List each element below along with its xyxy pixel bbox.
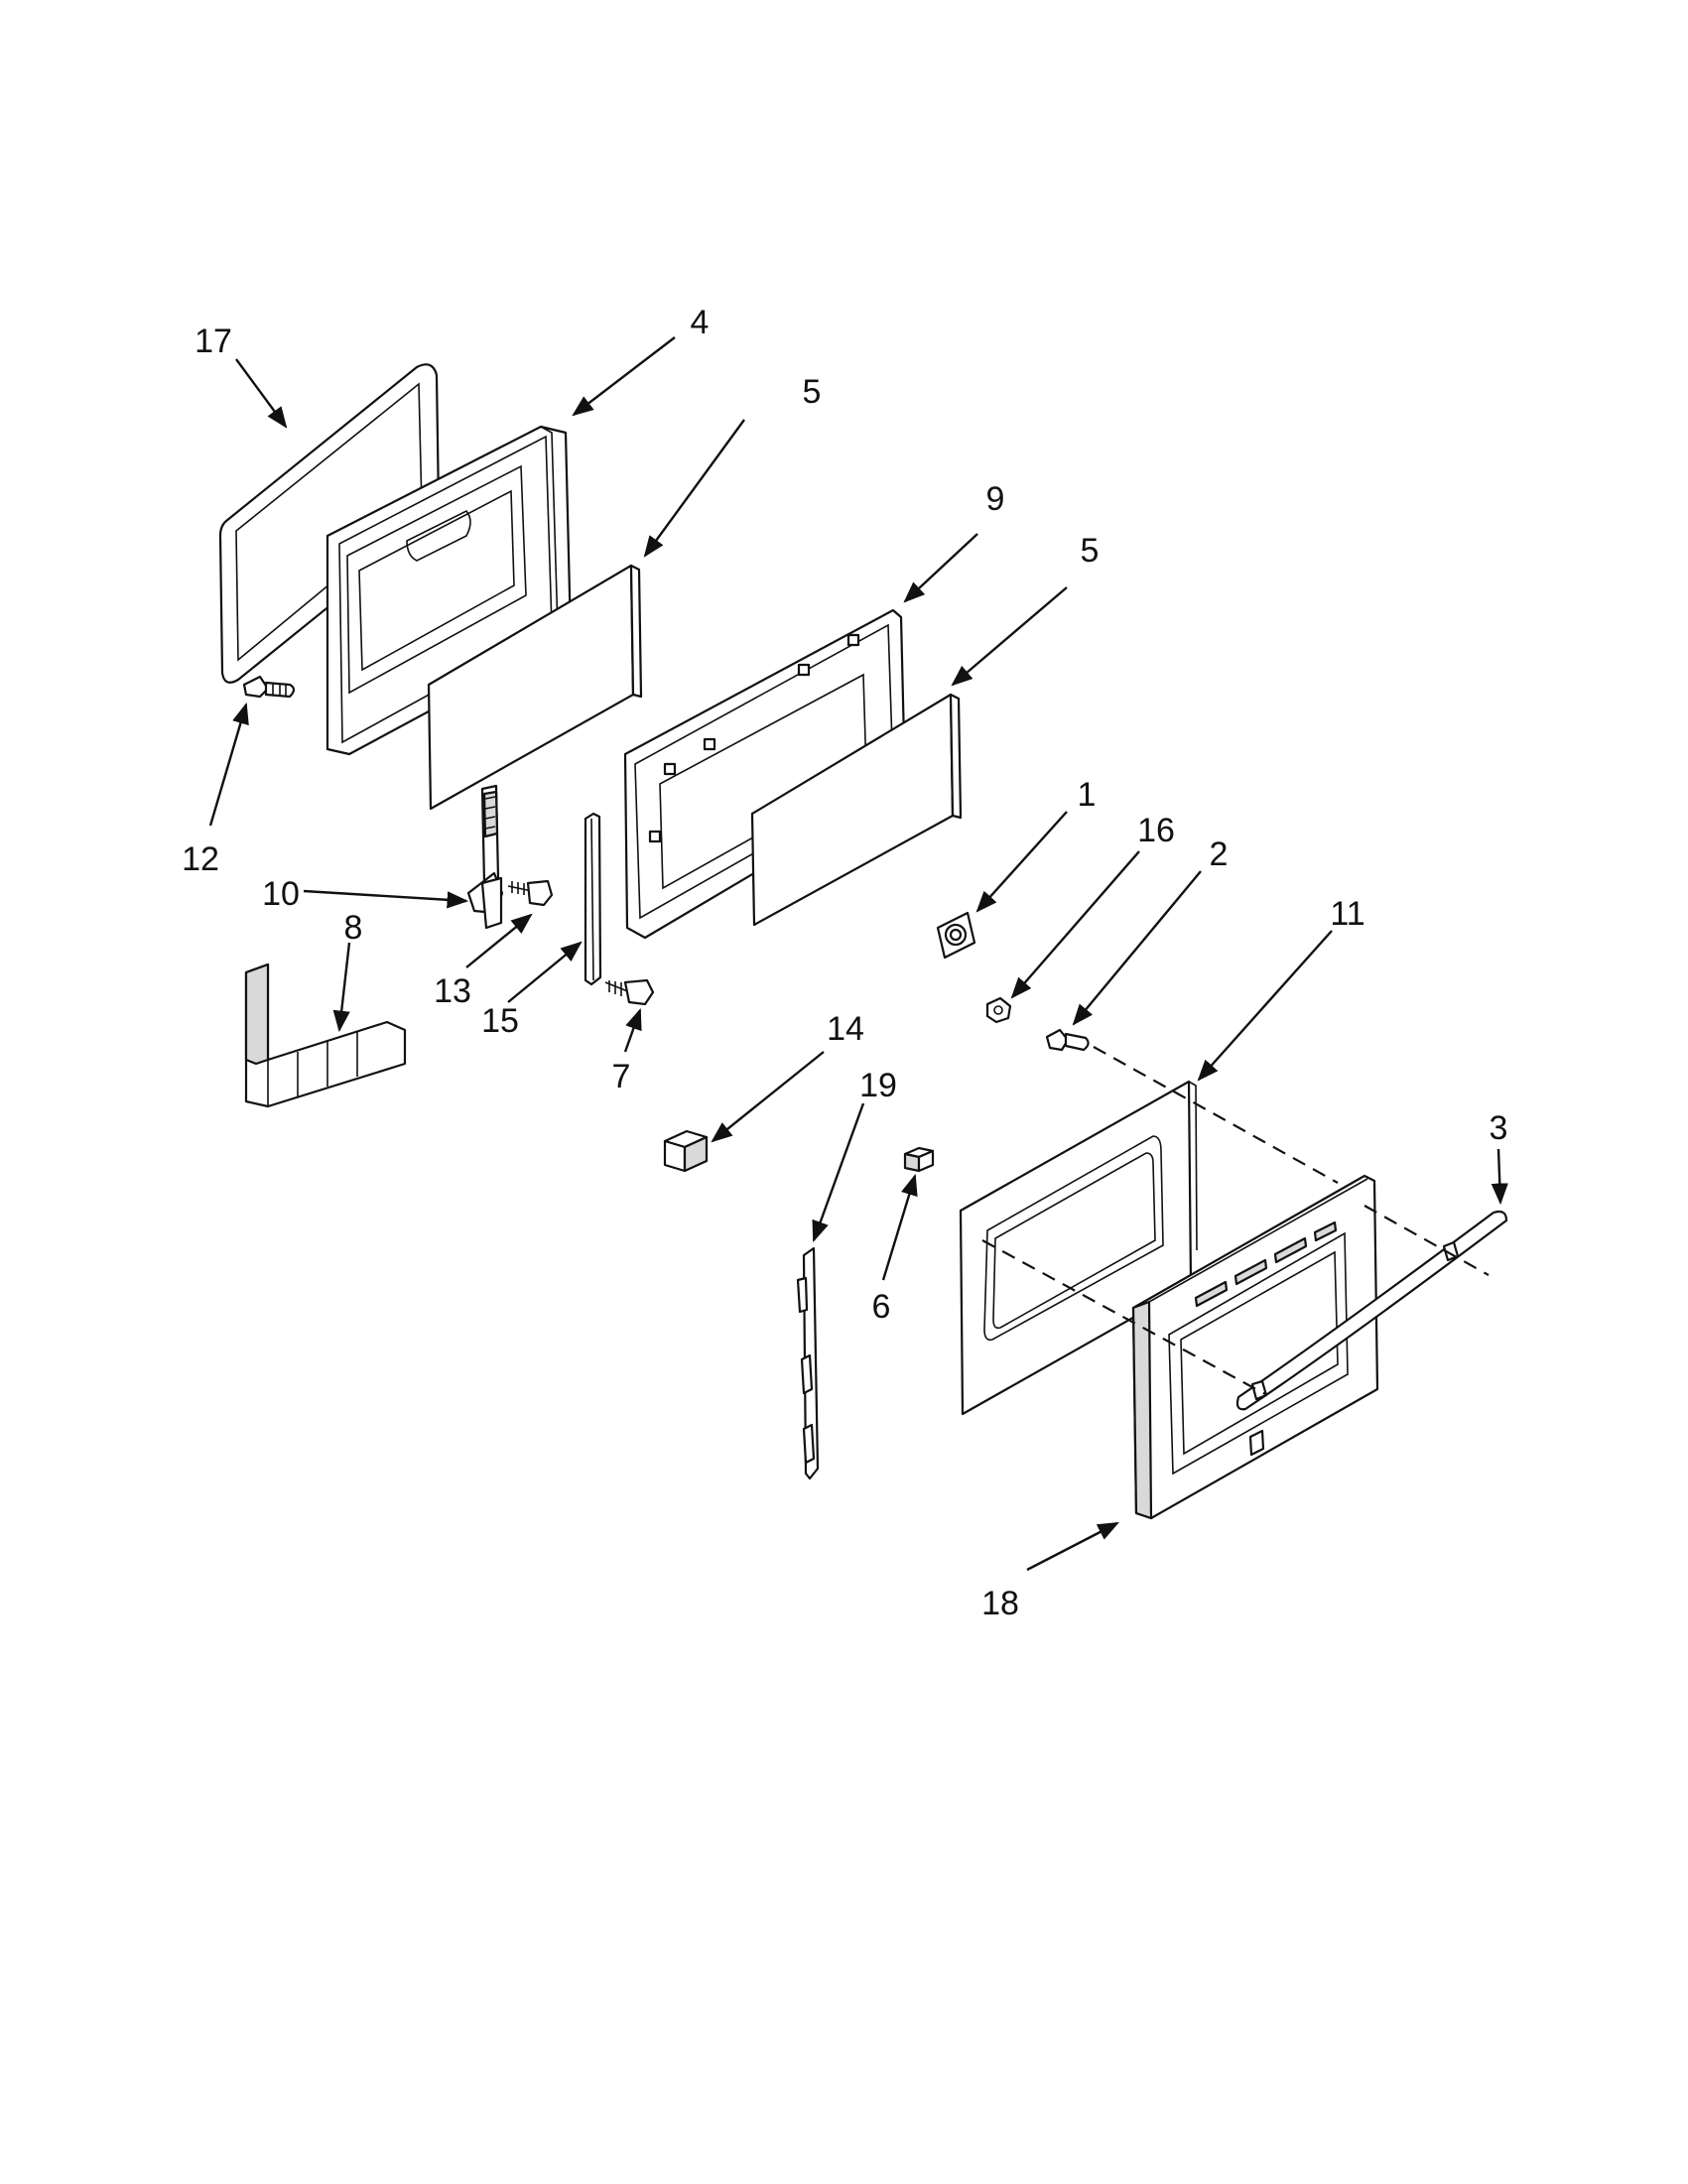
callout-4: 4 <box>691 304 710 341</box>
leader-13 <box>465 913 533 968</box>
callout-9: 9 <box>986 480 1005 518</box>
leader-8 <box>332 942 351 1033</box>
leader-9 <box>903 533 978 603</box>
leader-2 <box>1072 870 1202 1026</box>
leader-6 <box>881 1173 918 1281</box>
assembly-lines <box>981 1046 1490 1395</box>
callout-14: 14 <box>827 1010 864 1048</box>
leader-3 <box>1491 1148 1508 1206</box>
part-1-switch <box>936 911 976 960</box>
leader-4 <box>572 336 676 417</box>
leader-5a <box>643 419 745 558</box>
part-18-outer-door-panel <box>1131 1174 1379 1520</box>
callout-1: 1 <box>1078 776 1097 814</box>
part-5-glass-upper <box>427 564 643 811</box>
part-15-trim-strip <box>584 812 602 986</box>
part-19-side-strip <box>796 1246 820 1480</box>
part-3-handle <box>1235 1210 1508 1411</box>
leader-18 <box>1026 1521 1119 1572</box>
callout-17: 17 <box>195 322 232 360</box>
leader-14 <box>711 1051 825 1143</box>
part-14-block <box>663 1129 709 1173</box>
callout-12: 12 <box>182 840 219 878</box>
callout-8: 8 <box>344 909 363 947</box>
leader-15 <box>507 941 583 1003</box>
callout-3: 3 <box>1490 1109 1508 1147</box>
leader-17 <box>235 358 288 429</box>
callout-19: 19 <box>859 1067 897 1104</box>
leader-10 <box>303 889 469 909</box>
leader-5b <box>951 586 1068 687</box>
callout-6: 6 <box>872 1288 891 1326</box>
callout-labels: 17 4 5 9 5 12 10 8 13 15 7 1 16 2 11 14 … <box>182 304 1507 1622</box>
part-2-screw <box>1045 1028 1090 1052</box>
part-13-hinge-screw <box>507 879 554 907</box>
callout-11: 11 <box>1330 895 1364 933</box>
part-7-screw <box>604 978 655 1006</box>
callout-5b: 5 <box>1081 532 1100 570</box>
leader-1 <box>975 811 1068 913</box>
part-8-insulation <box>244 963 407 1108</box>
callout-7: 7 <box>612 1058 631 1095</box>
leader-16 <box>1010 850 1140 999</box>
leader-11 <box>1197 930 1333 1082</box>
callout-2: 2 <box>1210 835 1229 873</box>
callout-13: 13 <box>434 972 471 1010</box>
leader-7 <box>623 1007 642 1053</box>
part-5-glass-lower <box>750 693 963 927</box>
part-12-screw <box>242 675 296 699</box>
callout-10: 10 <box>262 875 300 913</box>
part-6-block <box>903 1146 935 1173</box>
leader-19 <box>812 1102 865 1243</box>
callout-18: 18 <box>981 1585 1019 1622</box>
callout-15: 15 <box>481 1002 519 1040</box>
callout-16: 16 <box>1137 812 1175 849</box>
leader-lines <box>208 336 1508 1572</box>
part-16-nut <box>985 996 1012 1024</box>
callout-5a: 5 <box>803 373 822 411</box>
leader-12 <box>208 702 249 827</box>
part-10-hinge <box>466 784 504 930</box>
